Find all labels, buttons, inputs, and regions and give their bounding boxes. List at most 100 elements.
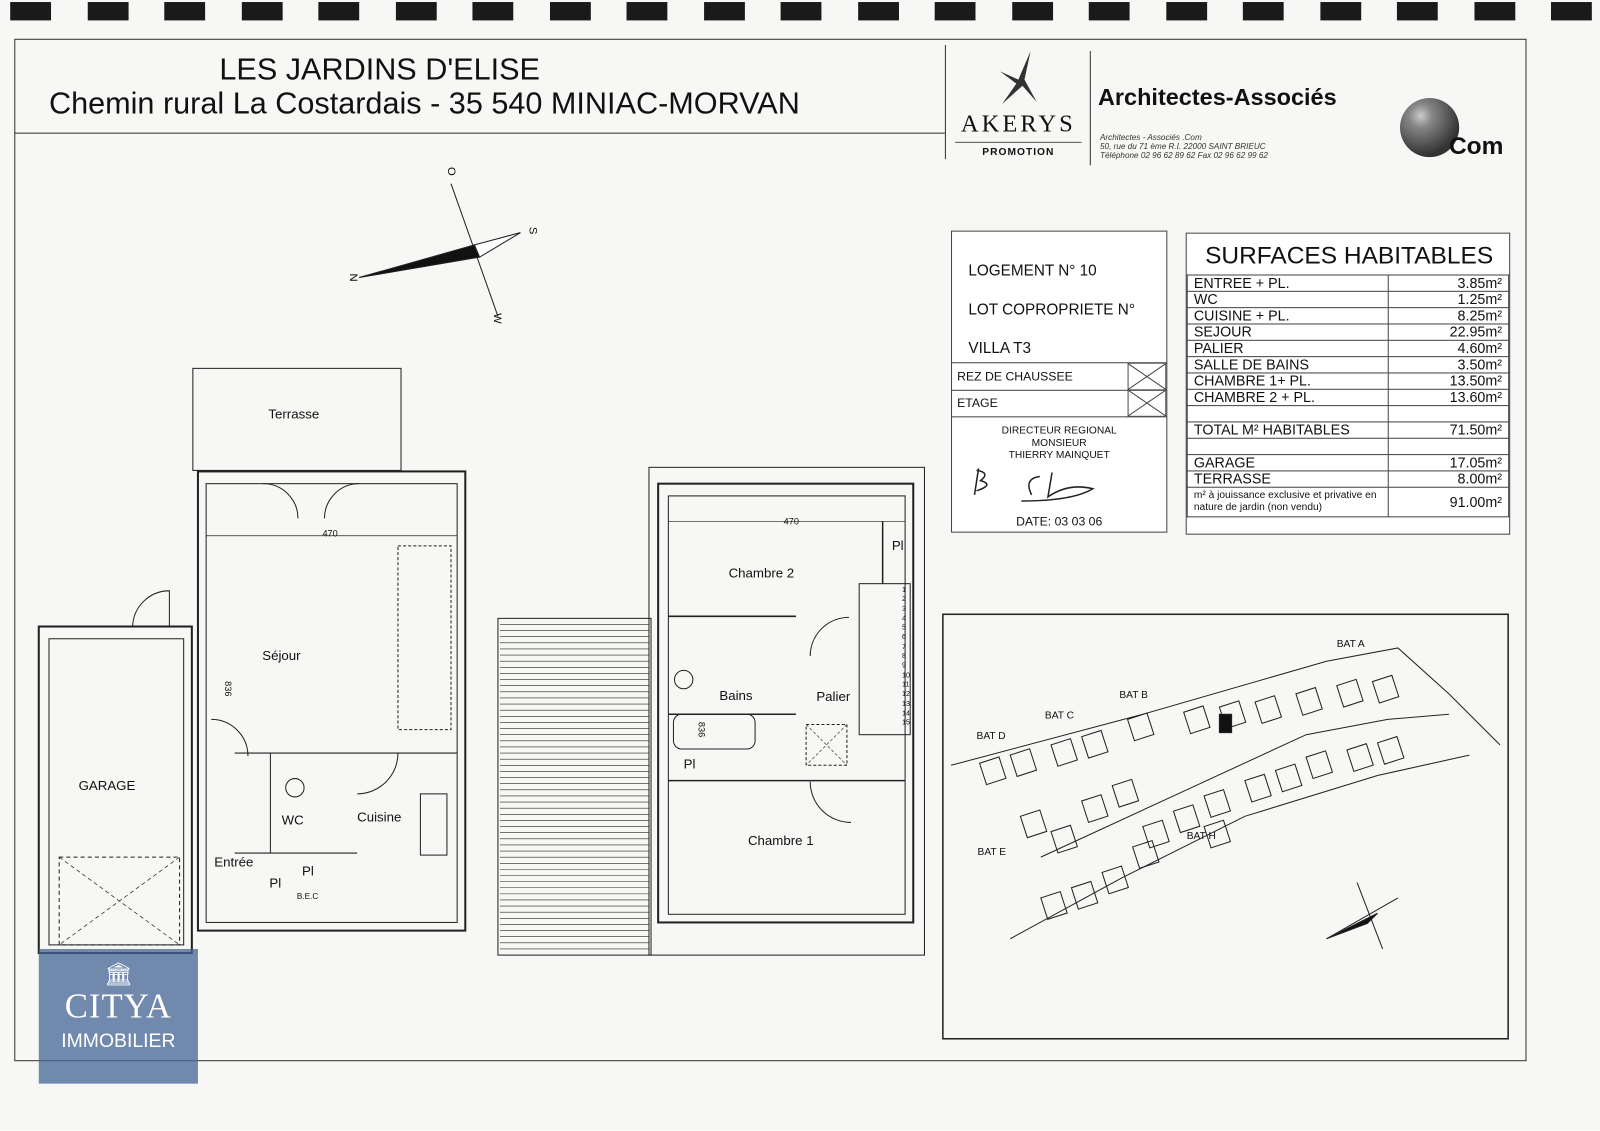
surface-label: PALIER bbox=[1186, 339, 1389, 358]
site-building-block bbox=[1111, 778, 1140, 808]
signature bbox=[973, 468, 1095, 502]
room-palier: Palier bbox=[816, 688, 851, 705]
architect-com: Com bbox=[1448, 132, 1504, 161]
site-building-block bbox=[1295, 686, 1323, 716]
citya-watermark: 🏛 CITYA IMMOBILIER bbox=[38, 948, 198, 1084]
architect-globe-icon bbox=[1399, 97, 1460, 158]
room-cuisine: Cuisine bbox=[357, 809, 402, 825]
surface-value: 8.00m² bbox=[1387, 470, 1510, 488]
binder-hole bbox=[549, 2, 591, 21]
room-placard: Pl bbox=[269, 875, 282, 891]
binder-hole bbox=[472, 2, 514, 21]
binder-hole bbox=[1011, 2, 1053, 21]
stair-step-number: 15 bbox=[902, 719, 910, 727]
villa-type: VILLA T3 bbox=[968, 339, 1032, 358]
site-building-block bbox=[1142, 819, 1170, 849]
architect-line2: 50, rue du 71 ème R.I. 22000 SAINT BRIEU… bbox=[1099, 141, 1266, 152]
site-building-block bbox=[1101, 865, 1130, 895]
binder-hole bbox=[1551, 2, 1592, 21]
binder-hole bbox=[241, 2, 283, 21]
surface-row: CHAMBRE 1+ PL.13.50m² bbox=[1186, 372, 1510, 390]
stair-step-number: 5 bbox=[902, 624, 907, 632]
binder-hole bbox=[626, 2, 668, 21]
spacer-row bbox=[1186, 405, 1510, 423]
citya-sub: IMMOBILIER bbox=[61, 1030, 176, 1053]
compass-o: O bbox=[445, 167, 458, 176]
akerys-logo: AKERYS PROMOTION bbox=[949, 49, 1088, 161]
site-building-block bbox=[1371, 674, 1400, 704]
binder-hole bbox=[10, 2, 52, 21]
site-building-block bbox=[978, 756, 1007, 786]
divider bbox=[1089, 51, 1091, 166]
site-building-block bbox=[1183, 705, 1211, 735]
surface-value bbox=[1387, 437, 1510, 456]
room-bains: Bains bbox=[719, 687, 753, 704]
site-label-bat-h: BAT H bbox=[1186, 830, 1216, 842]
lot-info-box: LOGEMENT N° 10 LOT COPROPRIETE N° VILLA … bbox=[951, 230, 1168, 533]
binder-holes bbox=[0, 0, 1600, 22]
level-etage: ETAGE bbox=[952, 389, 1167, 418]
site-building-block bbox=[1203, 788, 1232, 818]
project-title: LES JARDINS D'ELISE bbox=[219, 53, 540, 87]
surface-value: 3.50m² bbox=[1387, 356, 1510, 374]
checkbox-crossed-icon bbox=[1127, 389, 1167, 417]
site-plan-drawing bbox=[942, 613, 1509, 1040]
site-building-block bbox=[1080, 794, 1109, 824]
surface-label bbox=[1186, 405, 1389, 423]
logement-number: LOGEMENT N° 10 bbox=[968, 262, 1097, 280]
citya-column-icon: 🏛 bbox=[104, 961, 133, 987]
stair-step-number: 2 bbox=[902, 596, 907, 604]
surface-label: SEJOUR bbox=[1186, 323, 1389, 341]
surface-value bbox=[1387, 405, 1510, 423]
akerys-star-icon bbox=[999, 51, 1037, 105]
site-label-bat-d: BAT D bbox=[976, 730, 1006, 742]
surface-row: ENTREE + PL.3.85m² bbox=[1186, 274, 1510, 292]
surface-value: 71.50m² bbox=[1387, 421, 1510, 439]
stair-step-number: 3 bbox=[902, 605, 907, 613]
divider bbox=[944, 44, 946, 160]
site-building-block bbox=[1336, 678, 1364, 708]
binder-hole bbox=[87, 2, 129, 21]
surface-value: 3.85m² bbox=[1387, 274, 1510, 292]
jardin-row: m² à jouissance exclusive et privative e… bbox=[1186, 486, 1510, 518]
site-building-block bbox=[1050, 824, 1079, 854]
highlighted-lot bbox=[1218, 713, 1233, 734]
surfaces-title: SURFACES HABITABLES bbox=[1205, 241, 1494, 270]
dimension-width: 470 bbox=[322, 528, 338, 539]
level-label: REZ DE CHAUSSEE bbox=[957, 369, 1073, 384]
compass-n: N bbox=[346, 273, 360, 282]
binder-hole bbox=[857, 2, 899, 21]
site-building-block bbox=[1244, 773, 1272, 803]
binder-hole bbox=[703, 2, 745, 21]
room-placard: Pl bbox=[683, 756, 696, 772]
stair-step-number: 6 bbox=[902, 634, 907, 642]
compass-w: W bbox=[491, 313, 504, 324]
akerys-name: AKERYS bbox=[960, 111, 1076, 138]
checkbox-crossed-icon bbox=[1127, 363, 1167, 390]
surface-value: 22.95m² bbox=[1387, 323, 1510, 341]
site-label-bat-e: BAT E bbox=[977, 846, 1007, 859]
director-civility: MONSIEUR bbox=[1031, 437, 1087, 449]
room-placard: Pl bbox=[302, 863, 314, 879]
stair-step-number: 10 bbox=[902, 672, 910, 680]
site-label-bat-b: BAT B bbox=[1119, 689, 1148, 702]
site-building-block bbox=[1203, 819, 1232, 849]
surface-value: 13.50m² bbox=[1387, 372, 1510, 390]
binder-hole bbox=[1088, 2, 1130, 21]
stair-step-number: 1 bbox=[902, 586, 907, 594]
binder-hole bbox=[1242, 2, 1284, 21]
site-building-block bbox=[1376, 735, 1405, 765]
stair-step-number: 4 bbox=[902, 615, 907, 623]
stair-step-number: 14 bbox=[902, 710, 910, 718]
binder-hole bbox=[780, 2, 822, 21]
level-label: ETAGE bbox=[957, 395, 998, 411]
binder-hole bbox=[1165, 2, 1207, 21]
site-building-block bbox=[1050, 737, 1079, 767]
architect-line1: Architectes - Associés .Com bbox=[1099, 132, 1202, 142]
